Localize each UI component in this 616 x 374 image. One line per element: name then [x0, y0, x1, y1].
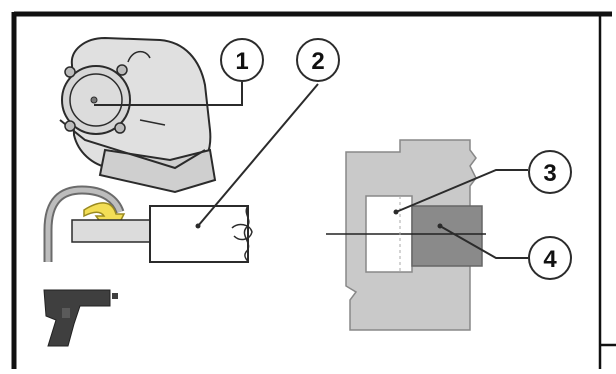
callout-4-leader [439, 225, 528, 259]
callout-2-label: 2 [311, 48, 324, 75]
motor-housing-icon [59, 36, 217, 194]
callout-4-label: 4 [543, 246, 557, 273]
callout-3-leader [395, 169, 528, 213]
callout-4: 4 [528, 236, 572, 280]
callout-3: 3 [528, 150, 572, 194]
infrared-thermometer-icon [43, 289, 118, 347]
callout-1-label: 1 [235, 48, 248, 75]
callout-2: 2 [296, 38, 340, 82]
shaft-icon [71, 205, 253, 263]
callout-1: 1 [220, 38, 264, 82]
callout-3-label: 3 [543, 160, 556, 187]
cross-section-view [326, 139, 486, 331]
callout-1-leader [94, 82, 243, 106]
diagram-frame [11, 11, 616, 369]
callout-2-leader [197, 83, 319, 227]
